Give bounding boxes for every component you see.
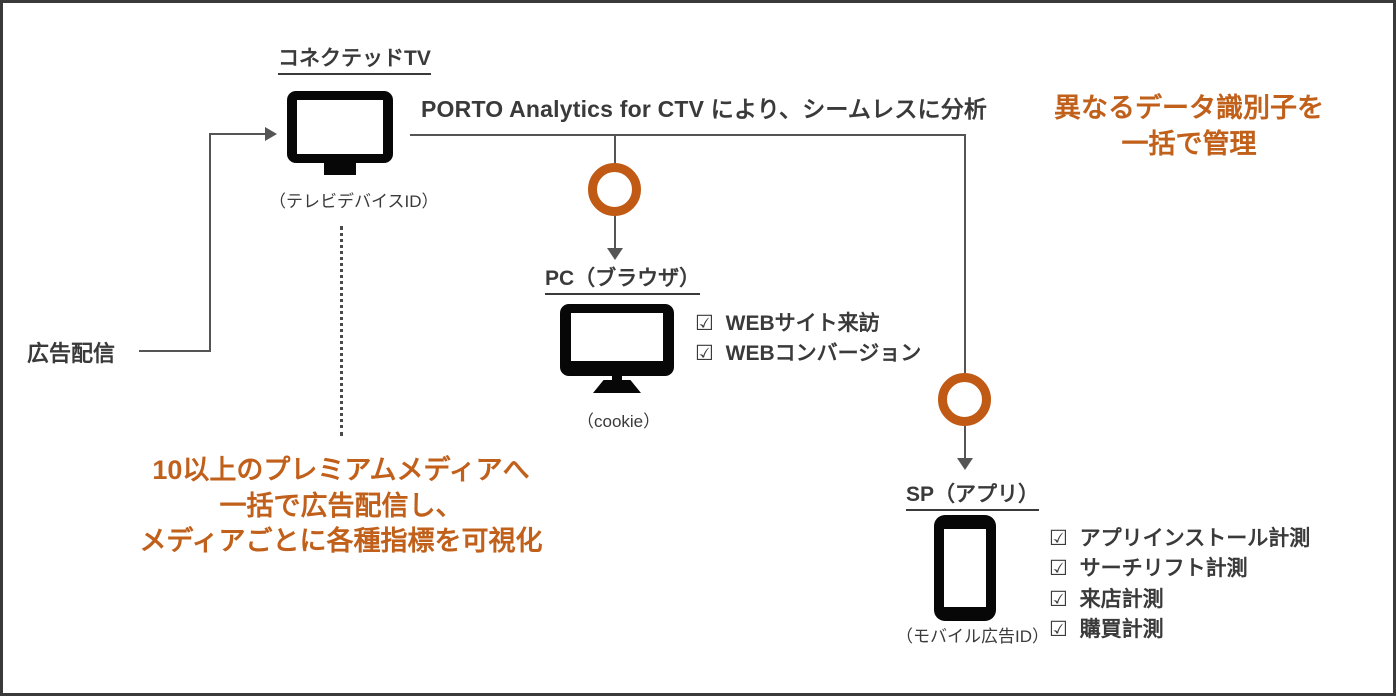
node-label-ctv: コネクテッドTV	[278, 47, 431, 76]
callout-bottom-left: 10以上のプレミアムメディアへ 一括で広告配信し、 メディアごとに各種指標を可視…	[61, 453, 621, 560]
identity-ring-sp	[938, 373, 991, 426]
callout-bottom-line: メディアごとに各種指標を可視化	[139, 526, 543, 557]
connector-entry-vertical	[209, 134, 211, 351]
metric-label: WEBサイト来訪	[725, 312, 880, 335]
monitor-icon-body	[560, 304, 674, 376]
checkbox-icon: ☑	[695, 312, 714, 335]
node-identifier-pc: （cookie）	[577, 412, 661, 431]
connector-entry-horizontal-lower	[139, 350, 211, 352]
node-label-pc: PC（ブラウザ）	[545, 267, 701, 296]
metric-label: アプリインストール計測	[1079, 527, 1311, 550]
metric-label: サーチリフト計測	[1079, 557, 1248, 581]
arrow-into-sp-icon	[957, 458, 973, 470]
metric-row: ☑ アプリインストール計測	[1049, 524, 1310, 554]
tv-icon-screen	[297, 100, 383, 154]
metric-label: WEBコンバージョン	[725, 342, 922, 366]
metric-row: ☑ WEBコンバージョン	[695, 339, 921, 369]
banner-text: PORTO Analytics for CTV により、シームレスに分析	[421, 96, 988, 122]
connector-ring-to-sp	[964, 426, 966, 460]
callout-bottom-line: 10以上のプレミアムメディアへ	[152, 455, 530, 485]
connector-entry-horizontal-upper	[209, 133, 265, 135]
left-entry-label: 広告配信	[27, 341, 116, 366]
checkbox-icon: ☑	[1049, 527, 1068, 550]
metric-row: ☑ 購買計測	[1049, 615, 1310, 645]
connector-bus-drop-pc	[614, 134, 616, 164]
metric-label: 来店計測	[1079, 587, 1164, 611]
checkbox-icon: ☑	[695, 342, 714, 366]
callout-right: 異なるデータ識別子を 一括で管理	[1013, 91, 1365, 162]
callout-right-line: 一括で管理	[1121, 128, 1257, 159]
tv-icon-body	[287, 91, 393, 163]
connector-bus-horizontal	[410, 134, 966, 136]
arrow-into-pc-icon	[607, 248, 623, 260]
metric-row: ☑ WEBサイト来訪	[695, 309, 921, 339]
node-identifier-sp: （モバイル広告ID）	[896, 627, 1049, 646]
connector-bus-drop-sp	[964, 134, 966, 373]
metric-row: ☑ サーチリフト計測	[1049, 554, 1310, 584]
node-identifier-ctv: （テレビデバイスID）	[269, 192, 439, 211]
checkbox-icon: ☑	[1049, 618, 1068, 642]
node-label-sp: SP（アプリ）	[906, 483, 1040, 512]
metric-list-sp: ☑ アプリインストール計測 ☑ サーチリフト計測 ☑ 来店計測 ☑ 購買計測	[1049, 524, 1310, 646]
tv-icon-stand	[324, 163, 356, 175]
smartphone-icon-body	[934, 515, 996, 621]
metric-label: 購買計測	[1079, 618, 1164, 642]
smartphone-icon-screen	[944, 529, 986, 607]
identity-ring-pc	[588, 163, 641, 216]
callout-bottom-line: 一括で広告配信し、	[219, 490, 463, 521]
connector-ctv-dotted	[340, 226, 343, 436]
monitor-icon-neck	[612, 374, 622, 382]
monitor-icon-screen	[571, 313, 663, 361]
monitor-icon-foot	[593, 380, 641, 393]
arrow-into-ctv-icon	[265, 127, 277, 141]
callout-right-line: 異なるデータ識別子を	[1054, 93, 1324, 123]
metric-list-pc: ☑ WEBサイト来訪 ☑ WEBコンバージョン	[695, 309, 921, 370]
checkbox-icon: ☑	[1049, 587, 1068, 611]
metric-row: ☑ 来店計測	[1049, 585, 1310, 615]
connector-ring-to-pc	[614, 216, 616, 250]
checkbox-icon: ☑	[1049, 557, 1068, 581]
